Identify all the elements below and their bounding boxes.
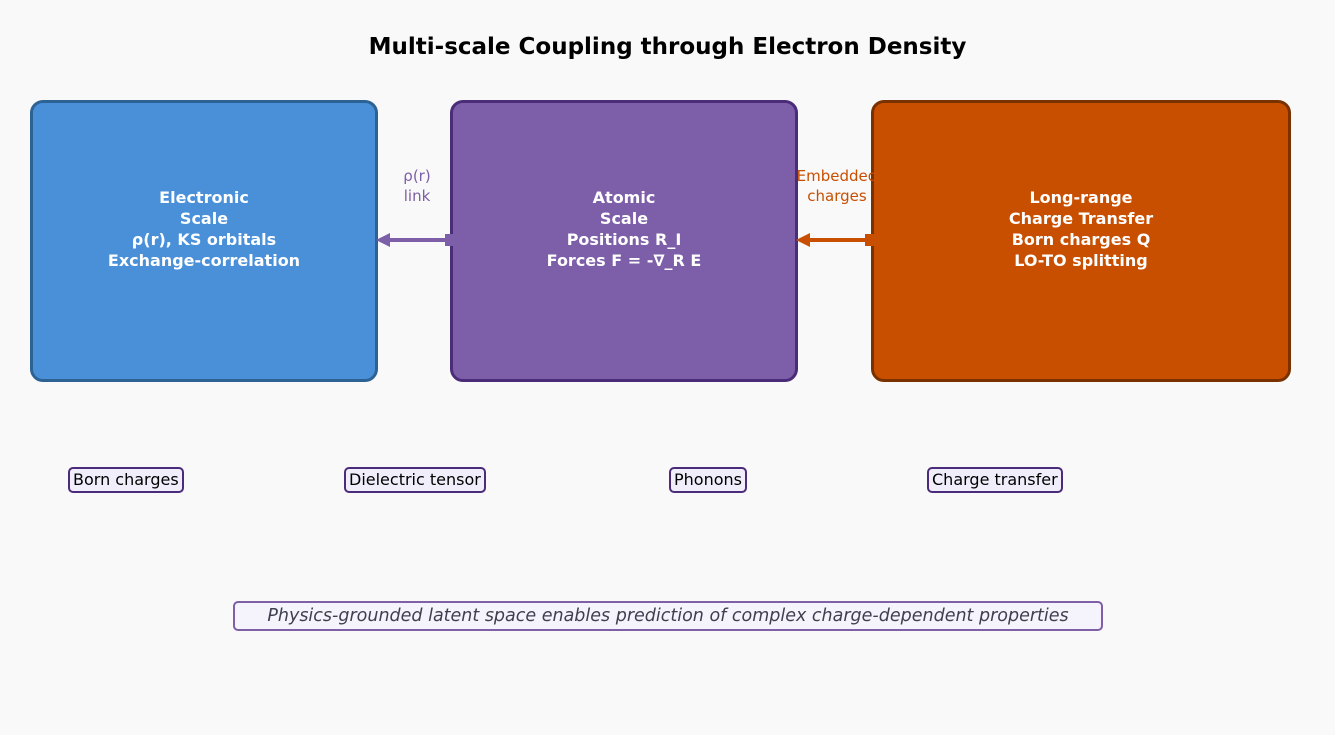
diagram-title: Multi-scale Coupling through Electron De… — [368, 34, 967, 60]
embedded-charges-label: Embedded charges — [796, 167, 878, 205]
property-tag-charge-transfer: Charge transfer — [927, 467, 1063, 493]
embedded-charges-arrow — [796, 233, 874, 247]
long-range-charge-transfer-box: Long-range Charge Transfer Born charges … — [871, 100, 1291, 382]
density-link-label: ρ(r) link — [403, 167, 431, 205]
latent-space-footnote: Physics-grounded latent space enables pr… — [233, 601, 1103, 631]
property-tag-dielectric-tensor: Dielectric tensor — [344, 467, 486, 493]
electronic-scale-box: Electronic Scale ρ(r), KS orbitals Excha… — [30, 100, 378, 382]
density-link-arrow — [376, 233, 454, 247]
atomic-scale-box: Atomic Scale Positions R_I Forces F = -∇… — [450, 100, 798, 382]
atomic-scale-text: Atomic Scale Positions R_I Forces F = -∇… — [546, 188, 702, 270]
property-tag-phonons: Phonons — [669, 467, 747, 493]
property-tag-born-charges: Born charges — [68, 467, 184, 493]
electronic-scale-text: Electronic Scale ρ(r), KS orbitals Excha… — [107, 188, 301, 270]
long-range-charge-transfer-text: Long-range Charge Transfer Born charges … — [1008, 188, 1154, 270]
